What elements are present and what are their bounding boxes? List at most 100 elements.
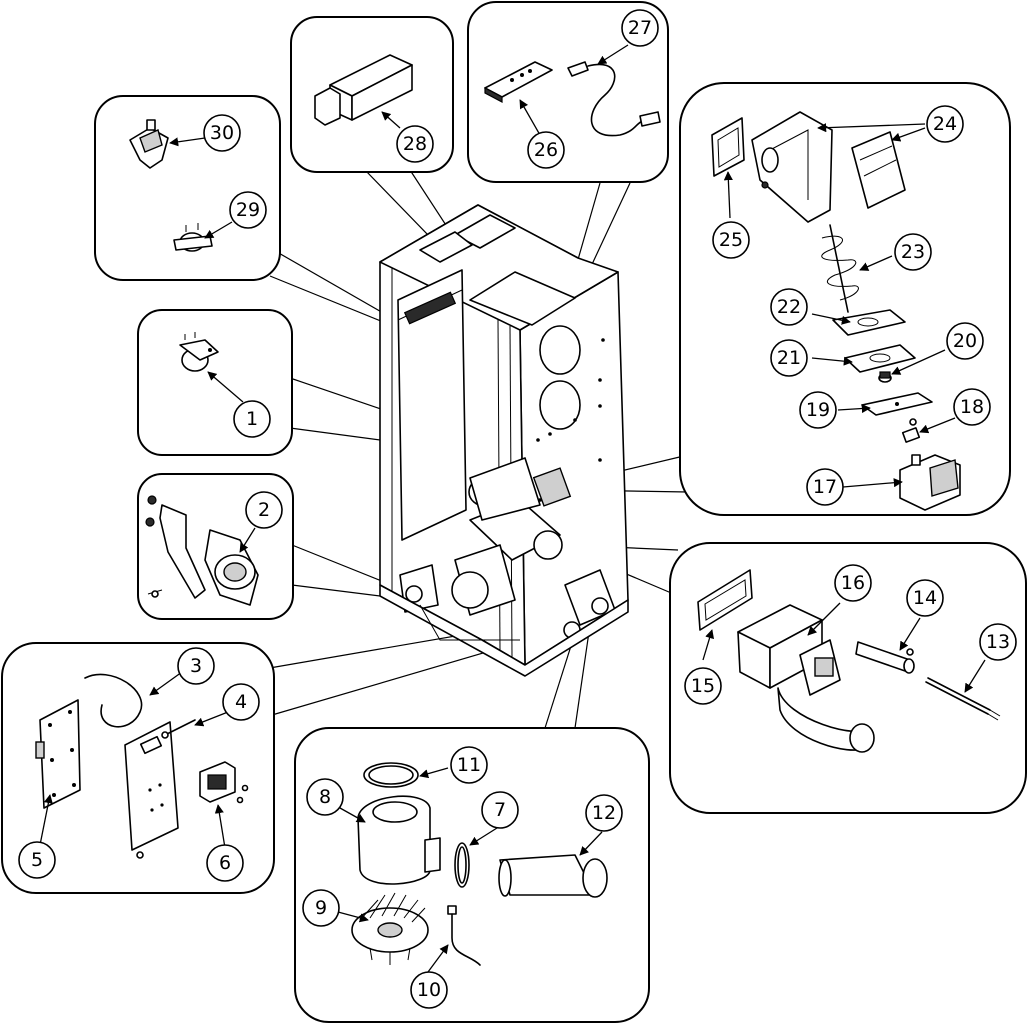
callout-label: 14 bbox=[913, 587, 937, 609]
callout-label: 13 bbox=[986, 631, 1010, 653]
callout-25: 25 bbox=[712, 221, 750, 259]
callout-label: 26 bbox=[534, 139, 558, 161]
callout-18: 18 bbox=[953, 388, 991, 426]
callout-label: 5 bbox=[31, 849, 43, 871]
wire-part-3 bbox=[84, 673, 143, 728]
callout-label: 1 bbox=[246, 408, 258, 430]
callout-21: 21 bbox=[770, 339, 808, 377]
panel-part-26-27 bbox=[467, 1, 669, 183]
callout-label: 10 bbox=[417, 979, 441, 1001]
gasket-part-22 bbox=[832, 309, 906, 336]
callout-labels: 1 2 3 4 5 6 7 8 9 10 11 bbox=[18, 9, 1017, 1009]
gear-motor-part-17 bbox=[899, 454, 961, 511]
callout-4: 4 bbox=[222, 683, 260, 721]
gasket-part-11 bbox=[363, 762, 419, 788]
callout-label: 27 bbox=[628, 17, 652, 39]
callout-12: 12 bbox=[585, 794, 623, 832]
callout-15: 15 bbox=[684, 667, 722, 705]
switch-part-6 bbox=[199, 761, 249, 804]
callout-30: 30 bbox=[203, 114, 241, 152]
thermostat-part-1 bbox=[179, 332, 219, 372]
stove-main-body bbox=[379, 204, 629, 677]
fan-housing-part-8 bbox=[357, 795, 441, 885]
gasket-part-25 bbox=[711, 117, 745, 177]
control-panel-part bbox=[484, 61, 553, 103]
coupling-part-18 bbox=[901, 418, 921, 443]
callout-label: 12 bbox=[592, 802, 616, 824]
callout-11: 11 bbox=[450, 746, 488, 784]
callout-6: 6 bbox=[206, 844, 244, 882]
callout-28: 28 bbox=[396, 125, 434, 163]
callout-14: 14 bbox=[906, 579, 944, 617]
plate-part-21 bbox=[844, 344, 916, 373]
callout-label: 23 bbox=[901, 241, 925, 263]
callout-label: 18 bbox=[960, 396, 984, 418]
callout-label: 28 bbox=[403, 133, 427, 155]
callout-1: 1 bbox=[233, 400, 271, 438]
impeller-part-9 bbox=[351, 892, 429, 965]
thermostat-part-29 bbox=[173, 223, 213, 252]
bracket-plate-part bbox=[124, 721, 179, 859]
callout-label: 11 bbox=[457, 754, 481, 776]
plate-part-19 bbox=[861, 392, 933, 416]
callout-24: 24 bbox=[926, 105, 964, 143]
cable-part bbox=[567, 61, 661, 137]
callout-label: 6 bbox=[219, 852, 231, 874]
pipe-part-12 bbox=[498, 854, 608, 898]
sensor-part-10 bbox=[447, 905, 481, 966]
callout-16: 16 bbox=[834, 564, 872, 602]
callout-label: 24 bbox=[933, 113, 957, 135]
panel-part-17-25 bbox=[679, 82, 1011, 516]
callout-22: 22 bbox=[770, 288, 808, 326]
callout-3: 3 bbox=[177, 647, 215, 685]
callout-19: 19 bbox=[799, 391, 837, 429]
bracket-part-24b bbox=[851, 131, 906, 209]
callout-label: 2 bbox=[258, 499, 270, 521]
bushing-part-20 bbox=[878, 371, 892, 383]
panel-part-29-30 bbox=[94, 95, 281, 281]
burner-pot-part-16 bbox=[737, 604, 875, 753]
callout-13: 13 bbox=[979, 623, 1017, 661]
callout-9: 9 bbox=[302, 889, 340, 927]
callout-7: 7 bbox=[481, 791, 519, 829]
hopper-chute-part-24 bbox=[751, 111, 833, 223]
igniter-part-13 bbox=[925, 677, 1001, 721]
callout-2: 2 bbox=[245, 491, 283, 529]
screw-part-4 bbox=[161, 719, 196, 739]
callout-label: 22 bbox=[777, 296, 801, 318]
callout-5: 5 bbox=[18, 841, 56, 879]
callout-label: 16 bbox=[841, 572, 865, 594]
callout-17: 17 bbox=[806, 468, 844, 506]
auger-part-23 bbox=[821, 224, 859, 313]
cartridge-part bbox=[314, 54, 413, 126]
panel-part-3-6 bbox=[1, 642, 275, 894]
callout-29: 29 bbox=[229, 191, 267, 229]
callout-26: 26 bbox=[527, 131, 565, 169]
callout-label: 3 bbox=[190, 655, 202, 677]
gasket-part-7 bbox=[454, 842, 470, 888]
callout-20: 20 bbox=[946, 322, 984, 360]
callout-label: 19 bbox=[806, 399, 830, 421]
callout-27: 27 bbox=[621, 9, 659, 47]
callout-label: 20 bbox=[953, 330, 977, 352]
callout-label: 9 bbox=[315, 897, 327, 919]
callout-label: 29 bbox=[236, 199, 260, 221]
motor-part-2 bbox=[145, 495, 259, 606]
sensor-part-30 bbox=[129, 119, 169, 169]
callout-label: 7 bbox=[494, 799, 506, 821]
callout-label: 17 bbox=[813, 476, 837, 498]
electronic-board-part-5 bbox=[35, 699, 81, 809]
callout-label: 8 bbox=[319, 786, 331, 808]
callout-label: 4 bbox=[235, 691, 247, 713]
callout-10: 10 bbox=[410, 971, 448, 1009]
callout-label: 15 bbox=[691, 675, 715, 697]
callout-23: 23 bbox=[894, 233, 932, 271]
gasket-part-15 bbox=[697, 569, 753, 631]
callout-label: 30 bbox=[210, 122, 234, 144]
callout-8: 8 bbox=[306, 778, 344, 816]
callout-label: 21 bbox=[777, 347, 801, 369]
panel-part-7-12 bbox=[294, 727, 650, 1023]
panel-part-1 bbox=[137, 309, 293, 456]
callout-label: 25 bbox=[719, 229, 743, 251]
